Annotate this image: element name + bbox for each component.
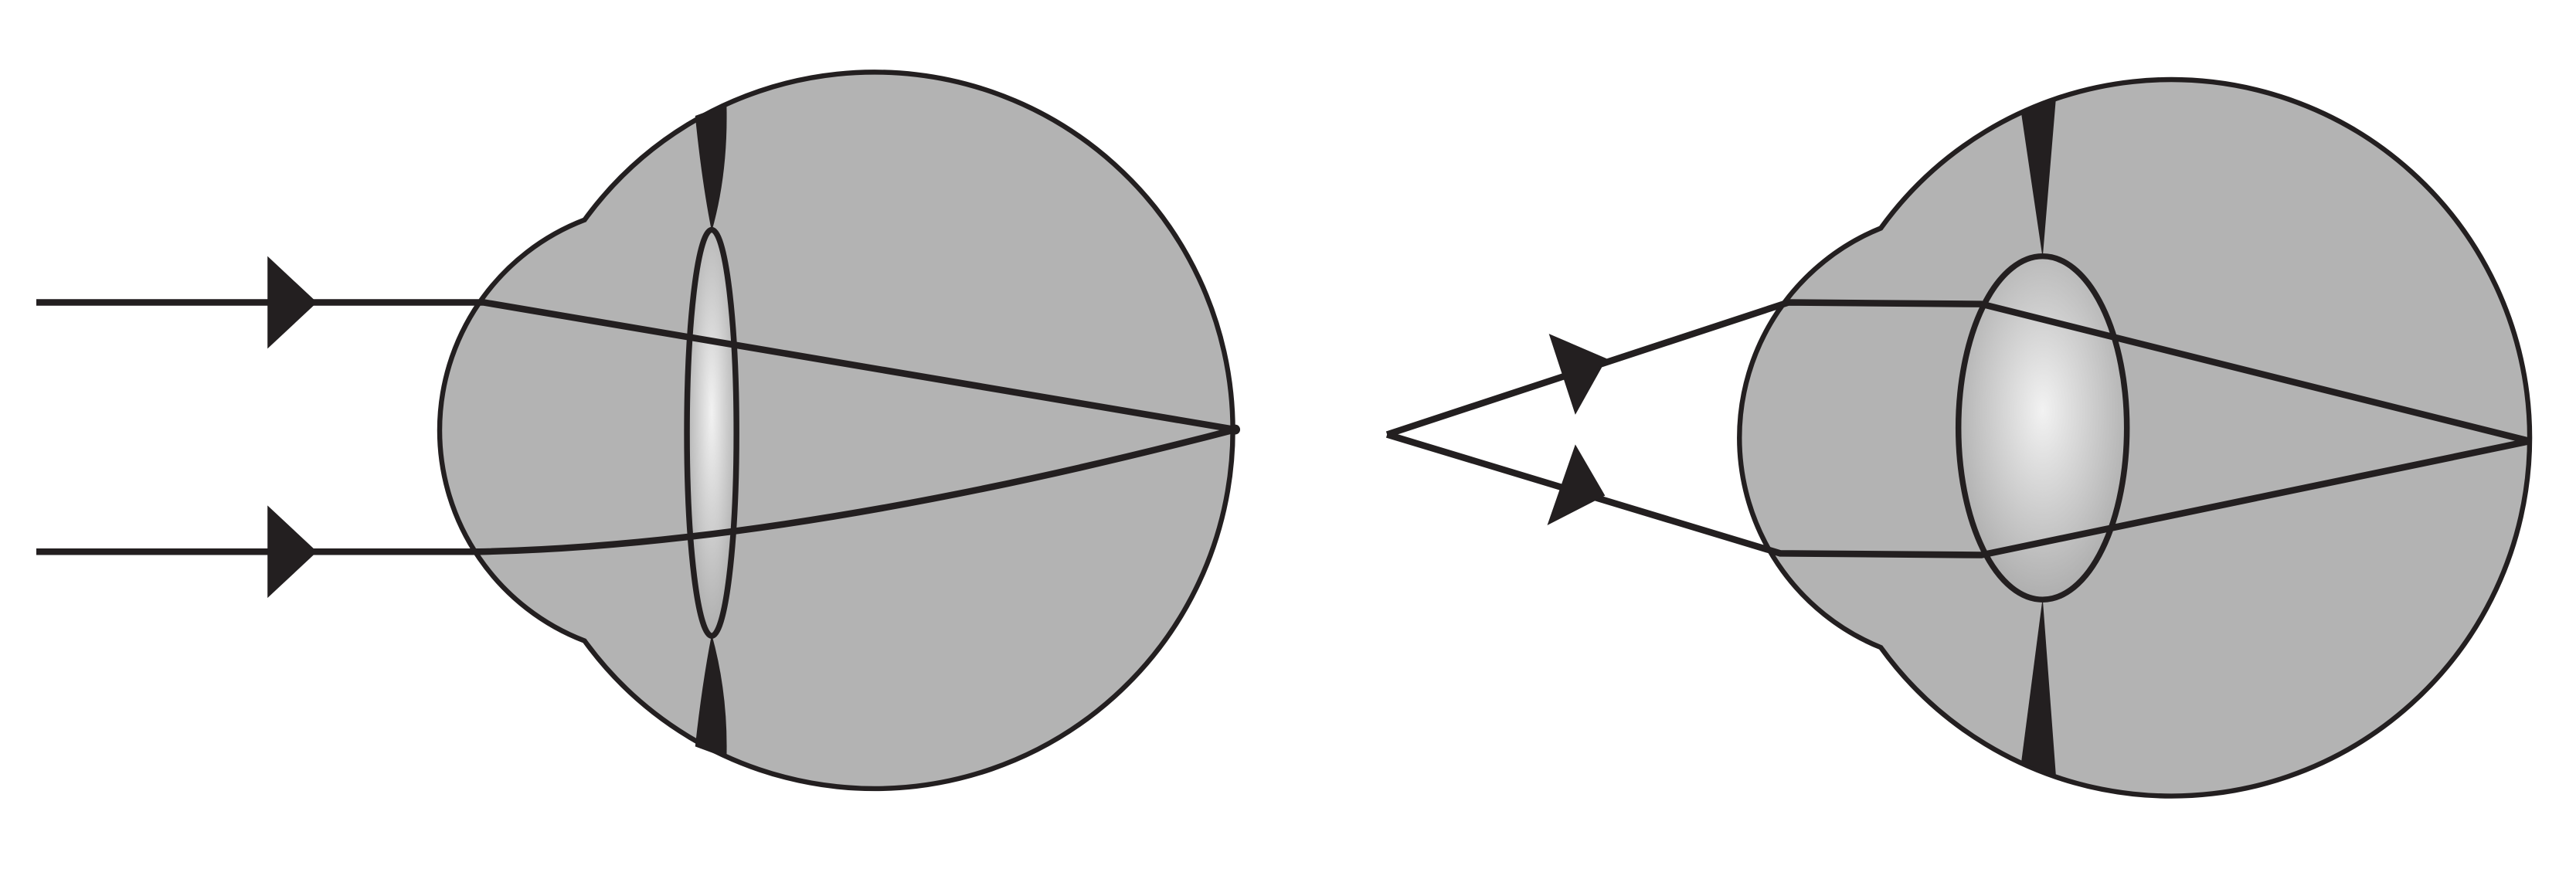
arrow-icon xyxy=(267,505,318,599)
ciliary-muscle-top xyxy=(695,104,727,232)
arrow-icon xyxy=(1548,334,1607,415)
eye-distant-focus xyxy=(36,70,1241,792)
ciliary-muscle-bottom xyxy=(695,634,727,759)
ciliary-muscle-bottom xyxy=(2020,598,2056,775)
eye-near-focus xyxy=(1385,76,2533,799)
focal-point xyxy=(1230,424,1241,435)
arrow-icon xyxy=(267,256,318,349)
ciliary-muscle-top xyxy=(2020,99,2056,258)
light-rays xyxy=(36,299,1236,555)
ray-upper xyxy=(36,299,1236,433)
lens-thick xyxy=(1955,253,2130,603)
lens-thin xyxy=(684,226,739,639)
arrow-icon xyxy=(1547,444,1606,526)
eyeball xyxy=(1737,76,2533,799)
ray-lower xyxy=(36,426,1236,555)
eyeball xyxy=(437,70,1235,792)
